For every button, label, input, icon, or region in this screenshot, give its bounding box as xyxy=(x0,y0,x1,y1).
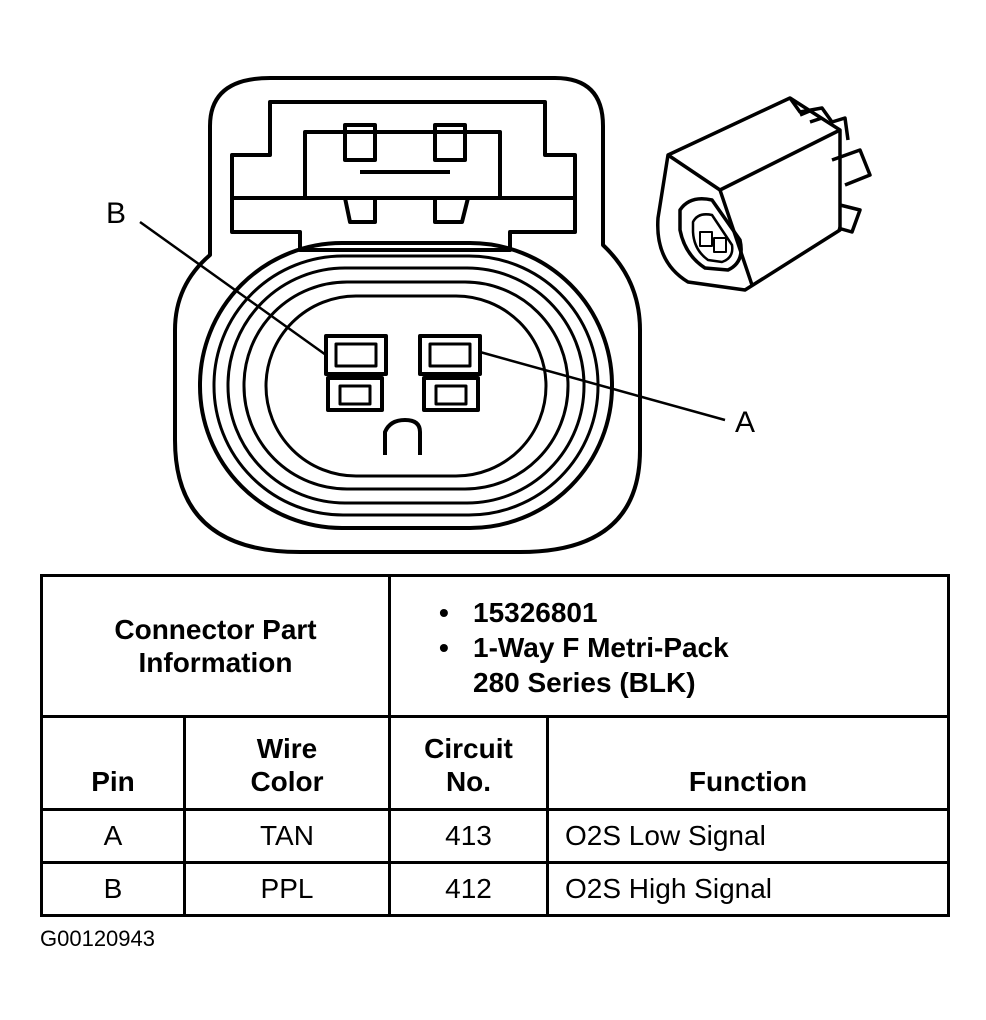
connector-face-drawing xyxy=(139,76,872,554)
wire-color-header-line2: Color xyxy=(250,766,324,797)
function-header: Function xyxy=(546,715,950,811)
connector-part-info-label: Connector Part Information xyxy=(40,574,391,718)
connector-part-details: • 15326801 • 1-Way F Metri-Pack 280 Seri… xyxy=(388,574,950,718)
pin-a-label: A xyxy=(735,406,756,439)
figure-code: G00120943 xyxy=(40,926,155,951)
pin-header: Pin xyxy=(40,715,186,811)
function-cell: O2S High Signal xyxy=(546,861,950,917)
connector-part-info-text: Connector Part Information xyxy=(114,614,317,678)
column-header-row: Pin Wire Color Circuit No. Function xyxy=(40,715,950,811)
wire-color-header-line1: Wire xyxy=(256,733,318,764)
circuit-header-line2: No. xyxy=(445,766,492,797)
pin-b-label: B xyxy=(106,197,127,230)
part-number-line: • 15326801 xyxy=(439,596,947,629)
table-row: A TAN 413 O2S Low Signal xyxy=(40,808,950,864)
part-info-row: Connector Part Information • 15326801 • … xyxy=(40,574,950,718)
circuit-header: Circuit No. xyxy=(388,715,549,811)
bullet-icon: • xyxy=(439,596,449,628)
function-cell: O2S Low Signal xyxy=(546,808,950,864)
wire-color-cell: TAN xyxy=(183,808,391,864)
pin-cell: B xyxy=(40,861,186,917)
circuit-cell: 412 xyxy=(388,861,549,917)
wire-color-cell: PPL xyxy=(183,861,391,917)
pin-header-text: Pin xyxy=(91,766,135,797)
function-header-text: Function xyxy=(688,766,808,797)
wire-color-header: Wire Color xyxy=(183,715,391,811)
connector-diagram: B A xyxy=(106,76,872,554)
description-line1: 1-Way F Metri-Pack xyxy=(473,631,729,663)
circuit-cell: 413 xyxy=(388,808,549,864)
pin-cell: A xyxy=(40,808,186,864)
description-line2: 280 Series (BLK) xyxy=(473,666,696,698)
circuit-header-line1: Circuit xyxy=(424,733,513,764)
part-number: 15326801 xyxy=(473,596,598,628)
connector-info-table: Connector Part Information • 15326801 • … xyxy=(40,574,950,917)
bullet-icon: • xyxy=(439,631,449,663)
table-row: B PPL 412 O2S High Signal xyxy=(40,861,950,917)
description-line: • 1-Way F Metri-Pack xyxy=(439,631,947,664)
